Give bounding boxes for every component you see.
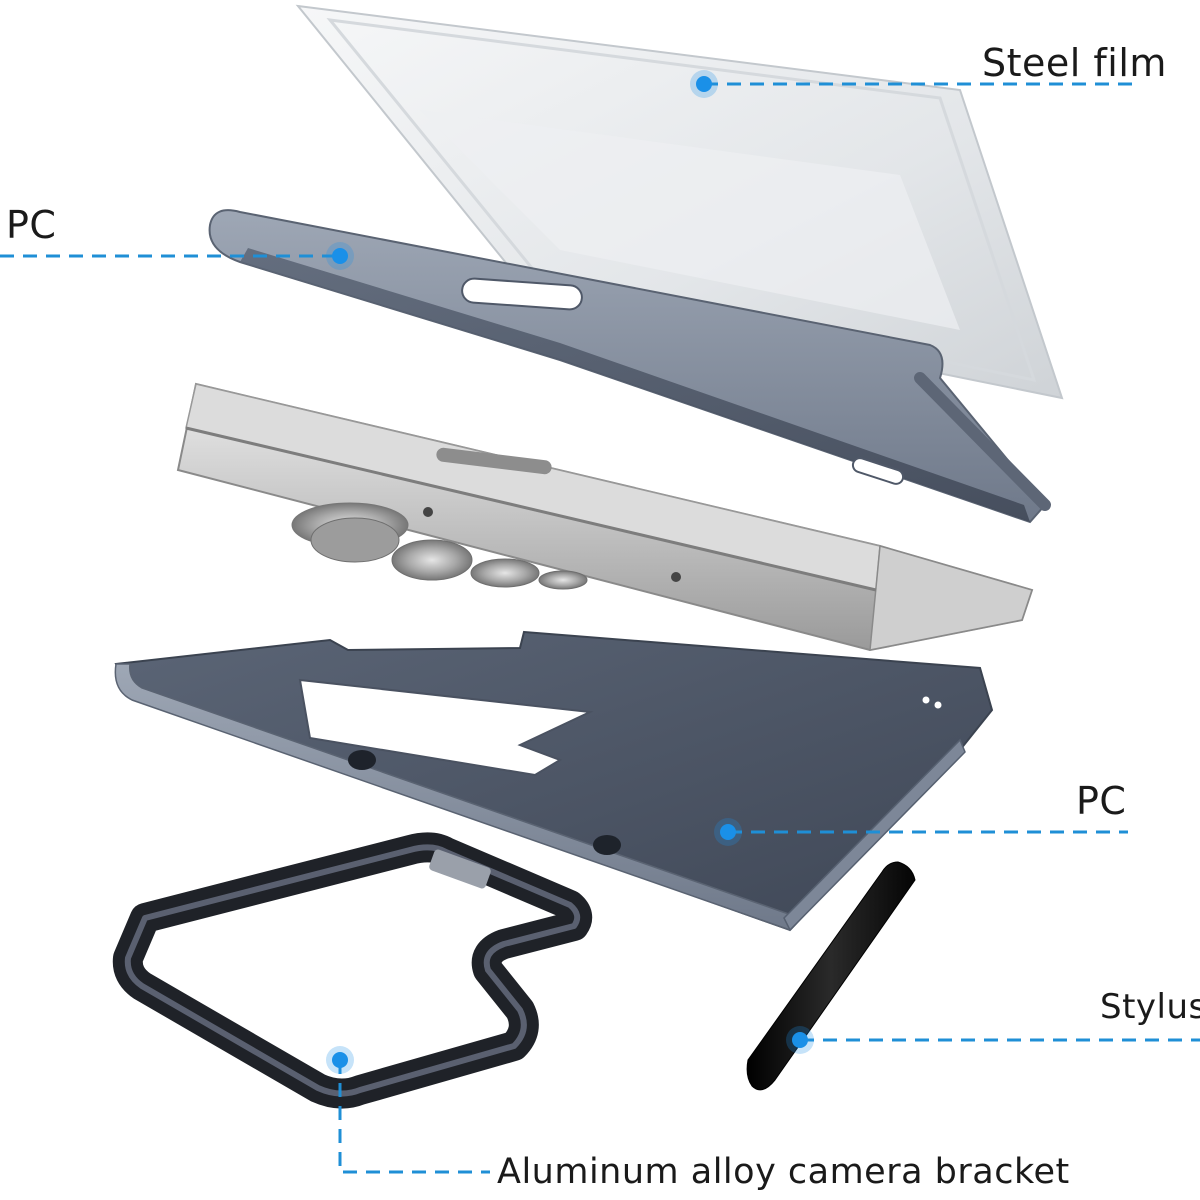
pc-front-frame-part	[208, 209, 1051, 524]
steel-film-label: Steel film	[982, 41, 1167, 85]
callout-dots	[326, 70, 814, 1074]
phone-body-part	[176, 382, 1034, 652]
steel-film-part	[295, 4, 1064, 400]
leader-camera-bracket	[338, 1060, 490, 1174]
pc-back-case-part	[114, 630, 994, 932]
camera-bracket-part	[112, 832, 593, 1109]
pc-top-label: PC	[6, 203, 57, 247]
dot-camera-bracket	[326, 1046, 354, 1074]
dot-pc-bottom	[714, 818, 742, 846]
dot-steel-film	[690, 70, 718, 98]
stylus-part	[746, 861, 916, 1091]
pc-bottom-label: PC	[1076, 779, 1127, 823]
camera-bracket-label: Aluminum alloy camera bracket	[497, 1152, 1070, 1192]
dot-stylus	[786, 1026, 814, 1054]
dot-pc-top	[326, 242, 354, 270]
leader-lines	[0, 82, 1200, 1174]
stylus-label: Stylus	[1100, 987, 1200, 1027]
